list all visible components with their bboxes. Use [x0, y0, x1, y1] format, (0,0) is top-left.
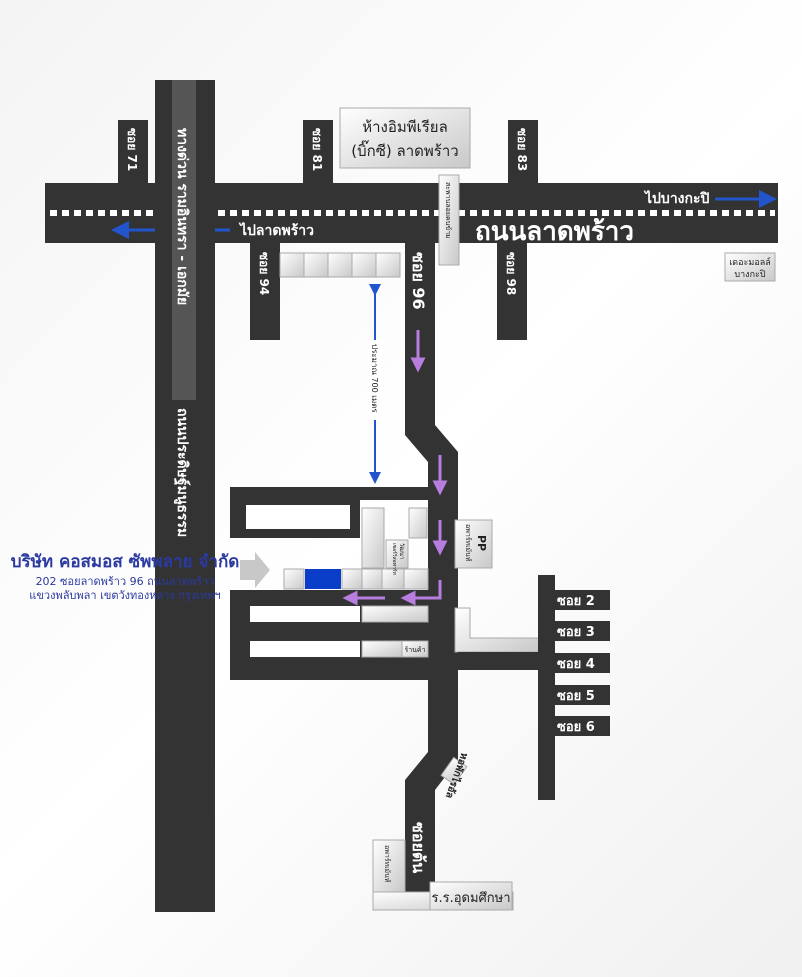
- soi-6-label: ซอย 6: [557, 720, 595, 735]
- company-location: [305, 569, 341, 589]
- apartment-building: [372, 839, 406, 893]
- soi-2-label: ซอย 2: [557, 594, 595, 609]
- buildings-block: [283, 507, 429, 658]
- expressway-strip: [172, 80, 196, 400]
- apartment-label: อพาร์ทเม้นท์: [383, 845, 391, 883]
- pp-label-1: PP: [475, 535, 488, 551]
- soi-83-label: ซอย 83: [515, 128, 529, 171]
- gray-plot: [454, 607, 541, 653]
- school-label: ร.ร.อุดมศึกษา: [431, 891, 510, 906]
- shop-building: [401, 640, 429, 658]
- soi-81: [303, 120, 333, 185]
- imperial-mall-building: [339, 107, 471, 169]
- shop-label: ร้านค้า: [404, 646, 425, 654]
- soi-3-label: ซอย 3: [557, 625, 595, 640]
- watana-label-1: วัฒนา: [398, 543, 405, 559]
- to-bangkapi-label: ไปบางกะปิ: [643, 189, 710, 207]
- pointer-arrow: [240, 552, 270, 588]
- company-address-2: แขวงพลับพลา เขตวังทองหลาง กรุงเทพฯ: [29, 589, 221, 602]
- side-sois: [555, 590, 610, 736]
- to-ladprao-label: ไปลาดพร้าว: [238, 221, 314, 239]
- footbridge: [438, 174, 460, 266]
- pradit-road-label: ถนนประดิษฐ์มนูธรรม: [173, 408, 191, 537]
- school-building: [429, 881, 513, 911]
- soi-94-label: ซอย 94: [257, 252, 271, 295]
- watana-building: [385, 539, 409, 569]
- mall-label-1: ห้างอิมพีเรียล: [362, 118, 448, 136]
- soi-71-label: ซอย 71: [125, 128, 139, 171]
- ladprao-road-label: ถนนลาดพร้าว: [475, 217, 634, 247]
- soi-81-label: ซอย 81: [310, 128, 324, 171]
- pp-label-2: อพาร์ทเม้นท์: [464, 524, 472, 562]
- distance-label: ประมาณ 700 เมตร: [370, 344, 379, 413]
- the-mall-bangkapi: [724, 252, 776, 282]
- company-lane-bottom: [230, 590, 435, 680]
- soi-4-label: ซอย 4: [557, 657, 595, 672]
- dorm-building: [440, 756, 468, 786]
- watana-label-2: เซอร์วิสอพาร์ท: [391, 543, 398, 575]
- soi-71: [118, 120, 148, 185]
- soi-98-label: ซอย 98: [504, 252, 518, 295]
- side-soi-main: [538, 575, 555, 800]
- pp-apartment: [454, 519, 493, 569]
- company-address-1: 202 ซอยลาดพร้าว 96 ถนนลาดพร้าว: [35, 575, 215, 588]
- mall2-label-2: บางกะปิ: [734, 269, 765, 280]
- mall-label-2: (บิ๊กซี) ลาดพร้าว: [351, 140, 458, 160]
- buildings-row-north: [279, 252, 401, 278]
- route-arrows: [342, 330, 448, 606]
- soi-98: [497, 243, 527, 340]
- connector-road: [458, 652, 543, 670]
- white-plot: [246, 505, 350, 529]
- soi-96: [405, 243, 458, 895]
- soi-96-label: ซอย 96: [409, 252, 428, 310]
- soi-94: [250, 243, 280, 340]
- company-info: บริษัท คอสมอส ซัพพลาย จำกัด 202 ซอยลาดพร…: [10, 548, 240, 603]
- mall2-label-1: เดอะมอลล์: [729, 256, 771, 268]
- expressway-label: ทางด่วน รามอินทรา - เอกมัย: [174, 128, 190, 305]
- soi-5-label: ซอย 5: [557, 689, 595, 704]
- company-name: บริษัท คอสมอส ซัพพลาย จำกัด: [10, 552, 240, 572]
- soi-83: [508, 120, 538, 185]
- soi-ton-label: ซอยต้น: [409, 822, 428, 873]
- footbridge-label: สะพานลอยคนข้าม: [444, 182, 452, 239]
